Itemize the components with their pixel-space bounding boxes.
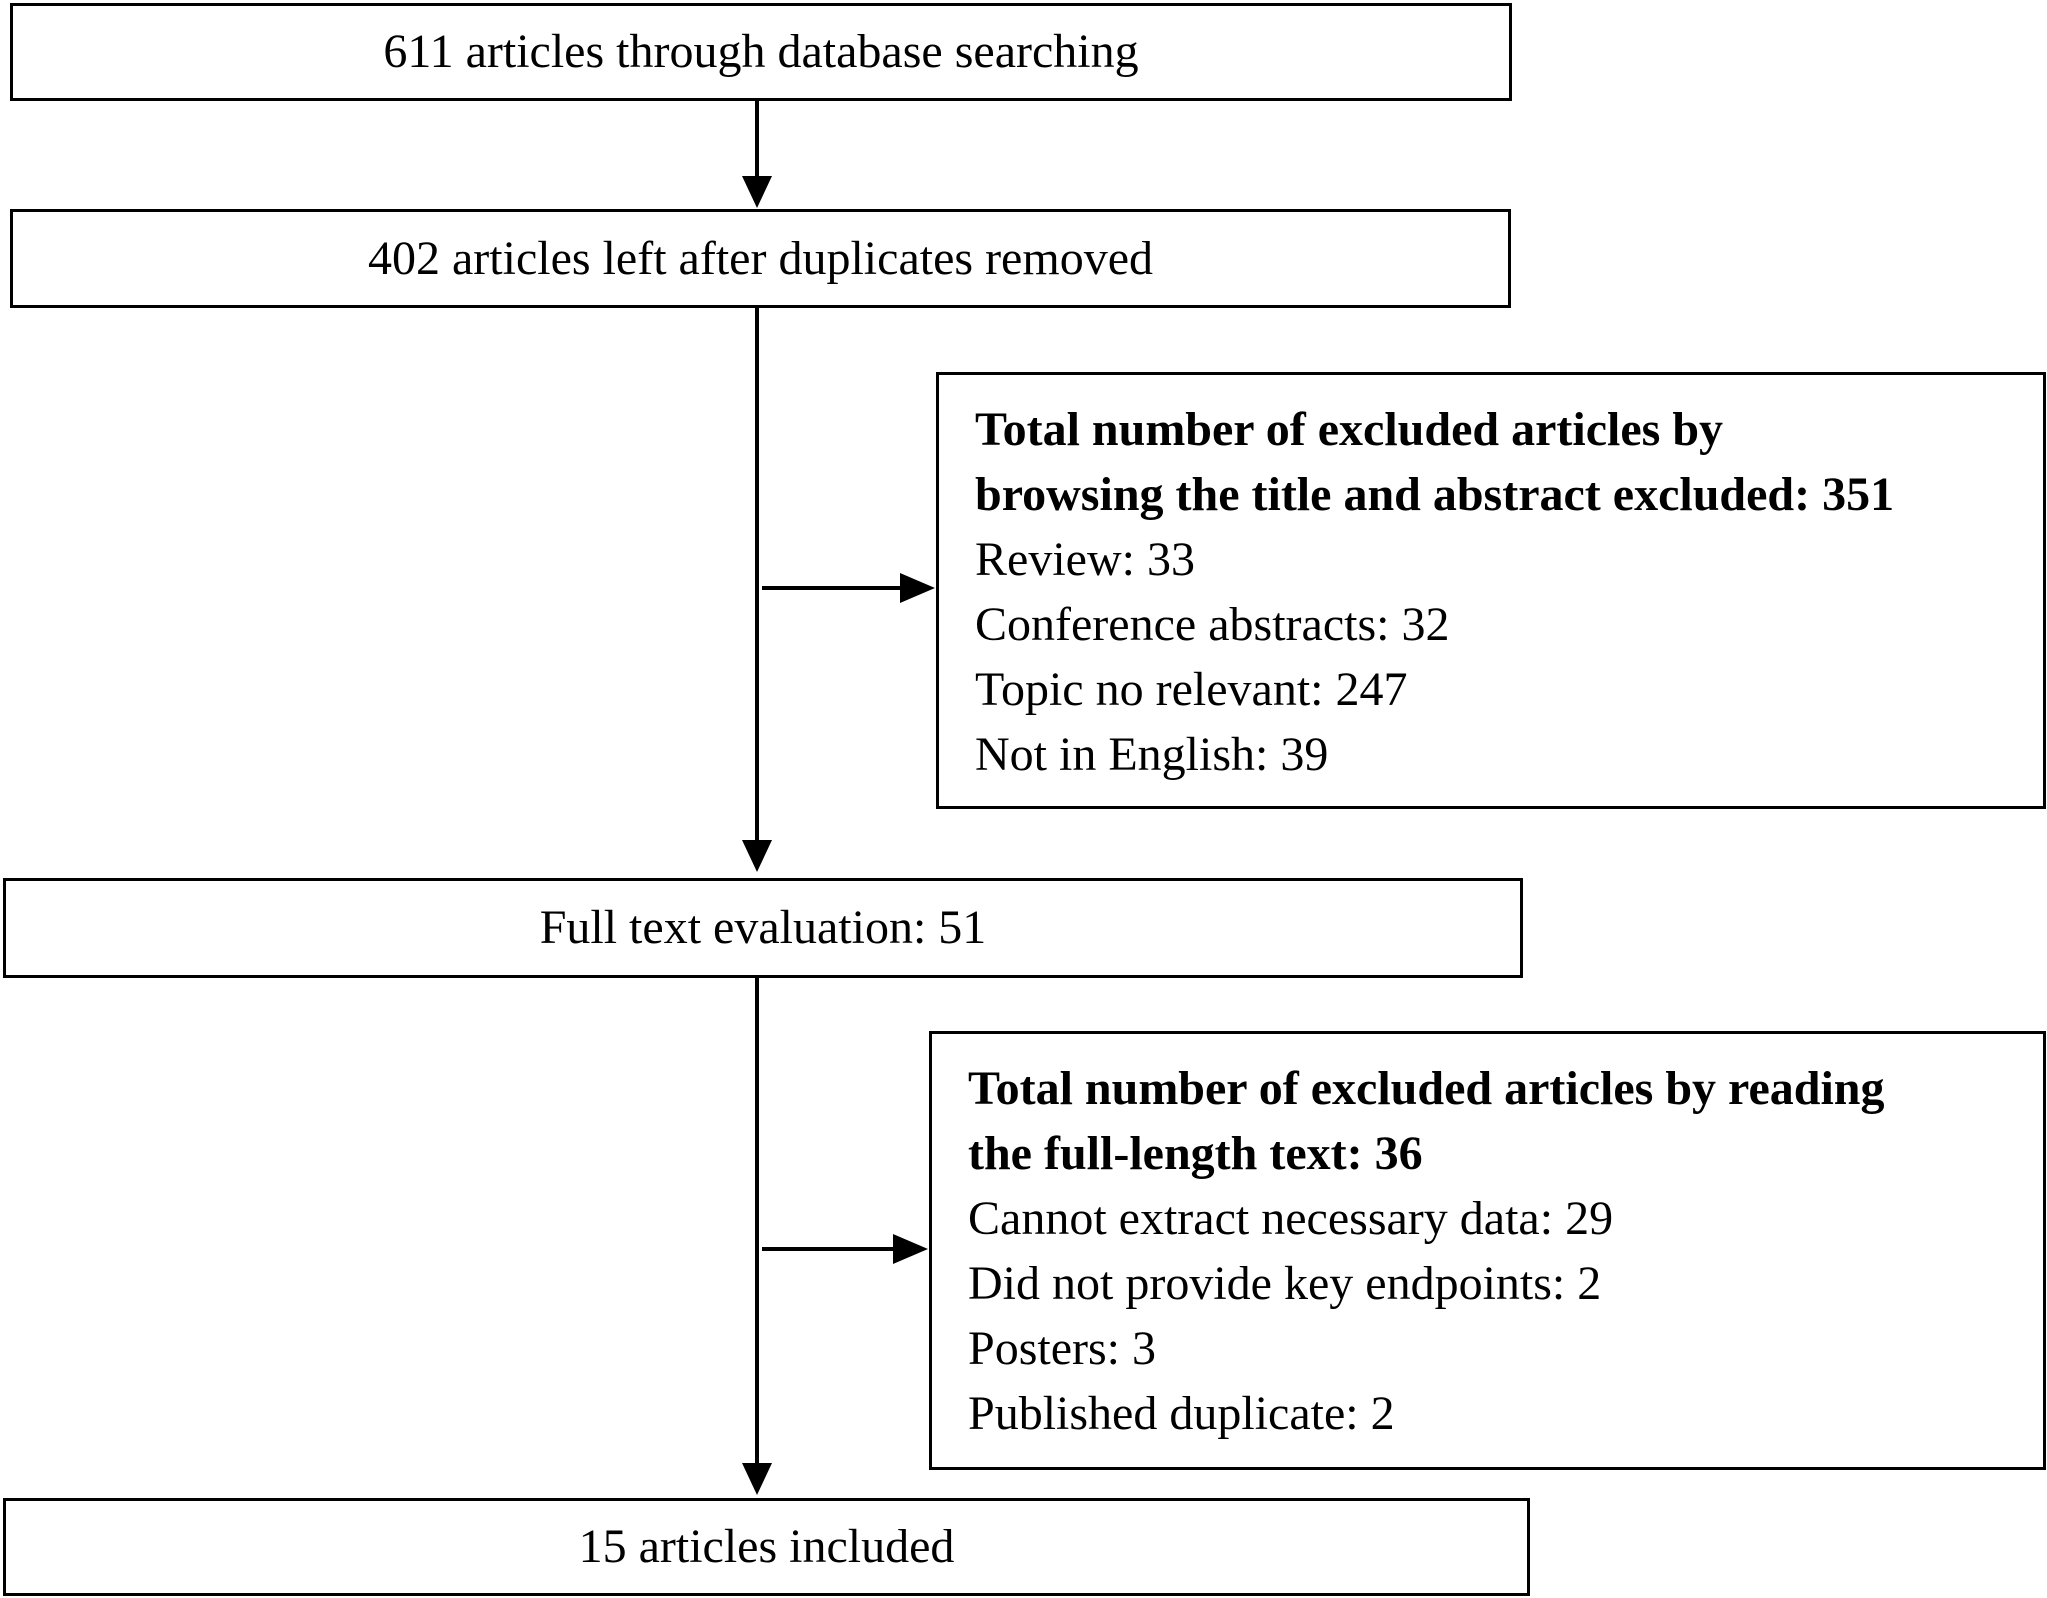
arrowhead-step3-to-step4 — [742, 1463, 772, 1495]
exclusion-item: Not in English: 39 — [975, 728, 1329, 781]
arrowhead-step1-to-step2 — [742, 176, 772, 208]
step-duplicates-removed-text: 402 articles left after duplicates remov… — [368, 231, 1153, 285]
exclusion-item: Posters: 3 — [968, 1322, 1157, 1375]
exclusion-item: Cannot extract necessary data: 29 — [968, 1192, 1614, 1245]
exclusion-item: Published duplicate: 2 — [968, 1387, 1395, 1440]
step-full-text-evaluation: Full text evaluation: 51 — [3, 878, 1523, 978]
exclusion-full-text-heading-2: the full-length text: 36 — [968, 1127, 1423, 1180]
exclusion-item: Conference abstracts: 32 — [975, 598, 1450, 651]
step-duplicates-removed: 402 articles left after duplicates remov… — [10, 209, 1511, 308]
exclusion-title-abstract-heading-1: Total number of excluded articles by — [975, 403, 1724, 456]
exclusion-title-abstract-heading-2: browsing the title and abstract excluded… — [975, 468, 1895, 521]
arrowhead-to-exclusion1 — [900, 573, 935, 603]
arrowhead-to-exclusion2 — [893, 1234, 928, 1264]
exclusion-item: Did not provide key endpoints: 2 — [968, 1257, 1602, 1310]
step-articles-included: 15 articles included — [3, 1498, 1530, 1596]
step-full-text-evaluation-text: Full text evaluation: 51 — [539, 901, 987, 954]
step-database-search-text: 611 articles through database searching — [383, 25, 1139, 78]
exclusion-full-text-heading-1: Total number of excluded articles by rea… — [968, 1062, 1885, 1115]
step-articles-included-text: 15 articles included — [578, 1520, 955, 1573]
step-database-search: 611 articles through database searching — [10, 3, 1512, 101]
exclusion-item: Topic no relevant: 247 — [975, 663, 1408, 716]
exclusion-title-abstract: Total number of excluded articles by bro… — [936, 372, 2046, 809]
exclusion-full-text: Total number of excluded articles by rea… — [929, 1031, 2046, 1470]
arrowhead-step2-to-step3 — [742, 840, 772, 872]
exclusion-item: Review: 33 — [975, 533, 1195, 586]
